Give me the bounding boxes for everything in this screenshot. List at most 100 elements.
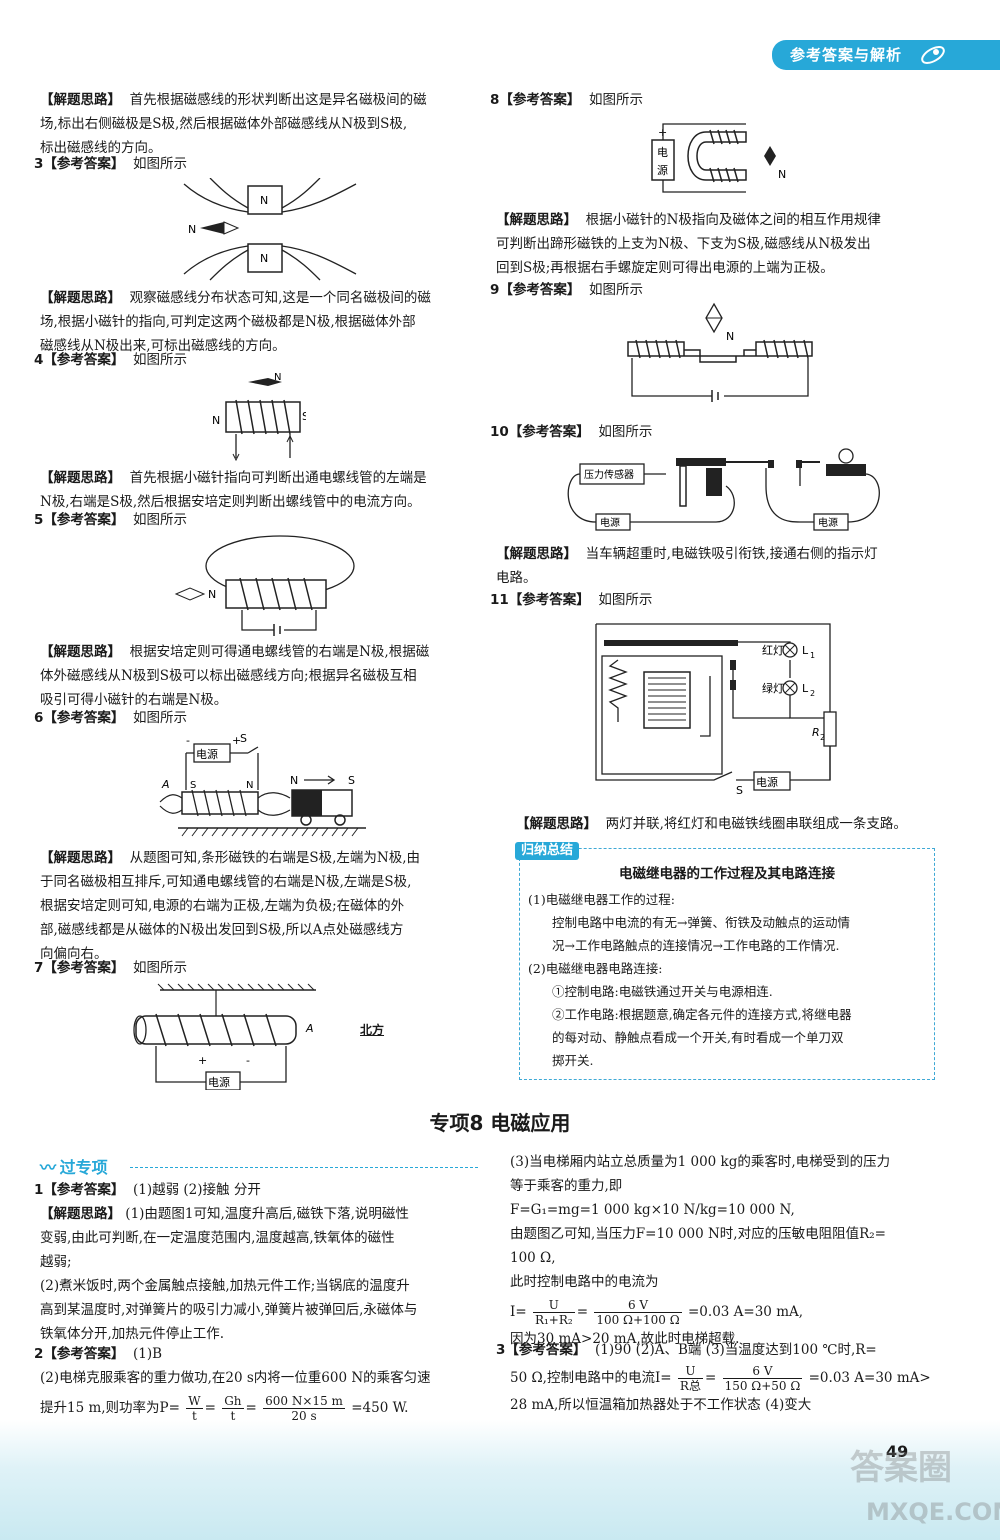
- answer-label: 【参考答案】: [43, 710, 125, 726]
- question-number: 3: [34, 156, 44, 172]
- summary-box: [519, 848, 935, 1080]
- q2-analysis: 【解题思路】 首先根据磁感线的形状判断出这是异名磁极间的磁 场,标出右侧磁极是S…: [40, 88, 480, 160]
- answer-label: 【参考答案】: [43, 512, 125, 528]
- q5-figure: N: [174, 535, 355, 636]
- text-line: 吸引可得小磁针的右端是N极。: [40, 692, 228, 708]
- text-line: 越弱;: [40, 1254, 72, 1270]
- red-light-label: 红灯: [762, 644, 784, 657]
- question-number: 10: [490, 424, 509, 440]
- answer-label: 【参考答案】: [43, 156, 125, 172]
- point-A: A: [305, 1022, 314, 1035]
- text-line: 高到某温度时,对弹簧片的吸引力减小,弹簧片被弹回后,永磁体与: [40, 1302, 418, 1318]
- analysis-label: 【解题思路】: [40, 644, 121, 660]
- power-label: 电源: [756, 775, 778, 789]
- text-line: 根据安培定则可得通电螺线管的右端是N极,根据磁: [129, 644, 430, 660]
- summary-line: 况→工作电路触点的连接情况→工作电路的工作情况.: [552, 938, 840, 953]
- text-line: 观察磁感线分布状态可知,这是一个同名磁极间的磁: [129, 290, 431, 306]
- q10-analysis: 【解题思路】 当车辆超重时,电磁铁吸引衔铁,接通右侧的指示灯 电路。: [496, 542, 946, 590]
- summary-content: (1)电磁继电器工作的过程: 控制电路中电流的有无→弹簧、衔铁及动触点的运动情 …: [528, 888, 932, 1072]
- as-shown-text: 如图所示: [133, 512, 187, 528]
- answer-label: 【参考答案】: [43, 960, 125, 976]
- switch-S: S: [240, 732, 247, 745]
- text-line: 部,磁感线都是从磁体的N极出发回到S极,所以A点处磁感线方: [40, 922, 404, 938]
- section-subtitle: 〰 过专项: [40, 1156, 108, 1180]
- answer-label: 【参考答案】: [499, 92, 581, 108]
- answer-text: (1)B: [133, 1346, 163, 1362]
- text-line: N极,右端是S极,然后根据安培定则判断出螺线管中的电流方向。: [40, 494, 421, 510]
- q5-analysis: 【解题思路】 根据安培定则可得通电螺线管的右端是N极,根据磁 体外磁感线从N极到…: [40, 640, 480, 712]
- text-line: 向偏向右。: [40, 946, 108, 962]
- q9-figure: N: [627, 302, 813, 402]
- analysis-label: 【解题思路】: [496, 212, 577, 228]
- answer-label: 【参考答案】: [505, 1342, 587, 1358]
- q3-answer: 3【参考答案】 如图所示: [34, 152, 187, 176]
- q11-analysis: 【解题思路】 两灯并联,将红灯和电磁铁线圈串联组成一条支路。: [516, 812, 956, 836]
- text-line: 两灯并联,将红灯和电磁铁线圈串联组成一条支路。: [605, 816, 907, 832]
- wave-icon: 〰: [40, 1158, 56, 1177]
- coil-S: S: [190, 780, 196, 791]
- analysis-label: 【解题思路】: [40, 850, 121, 866]
- magnet-top-N: N: [260, 194, 268, 207]
- power-label-1: 电: [657, 146, 668, 159]
- page-number: 49: [886, 1442, 909, 1461]
- as-shown-text: 如图所示: [133, 156, 187, 172]
- analysis-label: 【解题思路】: [40, 1206, 121, 1222]
- q8-answer: 8【参考答案】 如图所示: [490, 88, 643, 112]
- minus-sign: -: [246, 1054, 250, 1067]
- formula-prefix: I=: [510, 1304, 527, 1320]
- as-shown-text: 如图所示: [598, 592, 653, 608]
- text-line: 标出磁感线的方向。: [40, 140, 162, 156]
- question-number: 1: [34, 1182, 44, 1198]
- summary-line: 掷开关.: [552, 1053, 594, 1068]
- text-line: 由题图乙可知,当压力F=10 000 N时,对应的压敏电阻阻值R₂=: [510, 1226, 886, 1242]
- q7-figure: A 电源 + -: [133, 983, 316, 1090]
- formula-prefix: 提升15 m,则功率为P=: [40, 1400, 180, 1416]
- L1-label: L: [802, 644, 809, 657]
- as-shown-text: 如图所示: [598, 424, 653, 440]
- text-line: 100 Ω,: [510, 1250, 556, 1266]
- as-shown-text: 如图所示: [589, 92, 643, 108]
- text-line: (3)当电梯厢内站立总质量为1 000 kg的乘客时,电梯受到的压力: [510, 1154, 891, 1170]
- summary-tag: 归纳总结: [515, 842, 580, 860]
- p2-continued: (3)当电梯厢内站立总质量为1 000 kg的乘客时,电梯受到的压力 等于乘客的…: [510, 1150, 960, 1351]
- as-shown-text: 如图所示: [133, 352, 187, 368]
- text-line: 此时控制电路中的电流为: [510, 1274, 659, 1290]
- numerator: Gh: [222, 1394, 244, 1409]
- plus-sign: +: [232, 734, 241, 747]
- summary-line: (1)电磁继电器工作的过程:: [528, 892, 675, 907]
- answer-text: (1)越弱 (2)接触 分开: [133, 1182, 261, 1198]
- minus-sign: -: [186, 734, 190, 747]
- L2-sub: 2: [810, 689, 815, 698]
- p3-block: 3【参考答案】 (1)90 (2)A、B端 (3)当温度达到100 ℃时,R= …: [496, 1338, 946, 1417]
- switch-S: S: [736, 784, 743, 797]
- q4-figure: N N S: [212, 372, 306, 462]
- L2-label: L: [802, 682, 809, 695]
- text-line: 因为30 mA>20 mA,故此时电梯超载.: [510, 1331, 740, 1347]
- needle-N: N: [208, 588, 216, 601]
- denominator: 150 Ω+50 Ω: [724, 1379, 801, 1393]
- answer-text: (1)90 (2)A、B端 (3)当温度达到100 ℃时,R=: [595, 1342, 877, 1358]
- summary-title: 电磁继电器的工作过程及其电路连接: [619, 866, 835, 882]
- header-banner: 参考答案与解析: [772, 40, 1000, 70]
- watermark-url: MXQE.COM: [866, 1498, 1000, 1526]
- q6-answer: 6【参考答案】 如图所示: [34, 706, 187, 730]
- text-line: (2)电梯克服乘客的重力做功,在20 s内将一位重600 N的乘客匀速: [40, 1370, 431, 1386]
- R2-label: R: [812, 726, 820, 739]
- banner-title: 参考答案与解析: [790, 46, 903, 64]
- formula-result: =0.03 A=30 mA,: [688, 1304, 804, 1320]
- denominator: 20 s: [291, 1409, 317, 1423]
- section-sub-text: 过专项: [59, 1158, 108, 1177]
- point-A: A: [161, 778, 170, 791]
- question-number: 4: [34, 352, 44, 368]
- summary-line: (2)电磁继电器电路连接:: [528, 961, 663, 976]
- text-line: (2)煮米饭时,两个金属触点接触,加热元件工作;当锅底的温度升: [40, 1278, 410, 1294]
- as-shown-text: 如图所示: [133, 710, 187, 726]
- needle-N: N: [274, 372, 281, 383]
- summary-line: ①控制电路:电磁铁通过开关与电源相连.: [552, 984, 773, 999]
- text-line: 场,标出右侧磁极是S极,然后根据磁体外部磁感线从N极到S极,: [40, 116, 408, 132]
